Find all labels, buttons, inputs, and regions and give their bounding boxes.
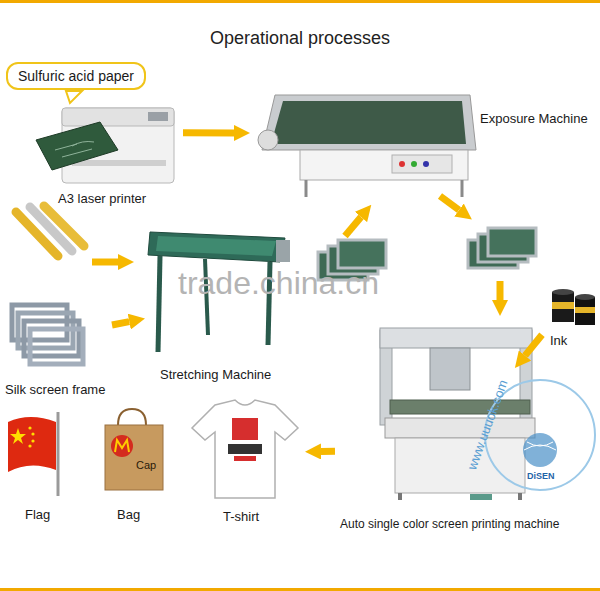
step-caption: Auto single color screen printing machin… (340, 518, 559, 532)
ink-cans (575, 294, 595, 300)
exposure-machine (392, 155, 452, 173)
paper-bag (118, 409, 146, 425)
paper-bag (111, 435, 133, 457)
flag (57, 412, 60, 496)
step-caption: T-shirt (223, 510, 259, 525)
diagram-title: Operational processes (0, 28, 600, 49)
step-caption: Stretching Machine (160, 368, 271, 383)
t-shirt (234, 456, 256, 461)
laser-printer (36, 108, 174, 183)
process-step: Auto single color screen printing machin… (335, 368, 598, 538)
flag (8, 417, 56, 472)
frame-bar (0, 588, 600, 591)
step-caption: Exposure Machine (480, 112, 588, 127)
stretching-machine (156, 236, 276, 256)
ink-cans (575, 307, 595, 313)
t-shirt (192, 400, 298, 498)
ink-cans (552, 302, 574, 309)
t-shirt (232, 418, 258, 440)
watermark-logo (524, 442, 556, 450)
exposure-machine (305, 180, 308, 197)
watermark: trade.china.cn (178, 266, 379, 301)
step-caption: Flag (25, 508, 50, 523)
process-step: T-shirt (185, 395, 305, 530)
laser-printer (55, 142, 94, 158)
flow-arrow (345, 217, 361, 236)
process-step: Exposure Machine (250, 88, 598, 205)
process-step: Silk screen frame (3, 295, 112, 402)
exposure-machine (461, 180, 464, 197)
ink-cans (575, 297, 595, 325)
flow-arrow (112, 322, 129, 325)
process-step: Flag (3, 410, 83, 527)
stretching-machine (158, 256, 160, 352)
stretched-screens (338, 240, 386, 268)
paper-bag (115, 440, 129, 452)
ink-cans (552, 289, 595, 325)
process-step: Ink (542, 280, 598, 352)
laser-printer (72, 160, 166, 166)
flag (28, 426, 31, 429)
mesh-rolls (44, 206, 84, 246)
paper-bag (105, 425, 163, 490)
flow-arrow (497, 281, 504, 300)
process-step: A3 laser printer (38, 98, 183, 210)
callout-tail (66, 91, 82, 103)
stretching-machine (148, 232, 285, 262)
printing-machine (518, 493, 522, 500)
laser-printer (62, 108, 174, 126)
laser-printer (148, 112, 168, 121)
callout-box: Sulfuric acid paper (6, 62, 146, 90)
step-caption: A3 laser printer (58, 192, 146, 207)
flag (31, 439, 34, 442)
callout-tail (66, 91, 82, 103)
step-caption: Ink (550, 334, 567, 349)
step-caption: Bag (117, 508, 140, 523)
callout-text: Sulfuric acid paper (18, 68, 134, 84)
laser-printer (36, 122, 118, 170)
watermark-logo (523, 433, 557, 467)
flag (31, 432, 34, 435)
printing-machine (380, 328, 532, 348)
exposure-machine (271, 101, 466, 144)
stretching-machine (276, 240, 290, 262)
printing-machine (430, 348, 470, 390)
printing-machine (395, 438, 525, 493)
process-step: Bag (95, 405, 175, 527)
printing-machine (385, 418, 535, 438)
exposure-machine (399, 161, 405, 167)
exposure-machine (262, 95, 476, 150)
exposure-machine (300, 150, 468, 180)
screen-frames (12, 305, 83, 364)
flow-arrow (525, 335, 542, 356)
exposure-machine (411, 161, 417, 167)
printing-machine (390, 400, 530, 414)
exposure-machine (258, 95, 476, 197)
flag (8, 412, 58, 496)
mesh-rolls (16, 206, 84, 256)
t-shirt (192, 400, 298, 498)
screen-frames (30, 329, 83, 364)
frame-bar (0, 0, 600, 3)
printing-machine (380, 328, 535, 500)
flag (28, 444, 31, 447)
printing-machine (398, 493, 402, 500)
t-shirt (228, 444, 262, 454)
flow-arrow (92, 259, 118, 266)
ink-cans (552, 292, 574, 322)
watermark: DiSEN (527, 472, 555, 482)
exposure-machine (258, 130, 278, 150)
ink-cans (552, 289, 574, 295)
flow-arrow (321, 448, 335, 455)
flow-arrow (440, 196, 459, 210)
flag (10, 428, 26, 444)
paper-bag (105, 409, 163, 490)
bag-print-text: Cap (136, 459, 156, 471)
stretched-screens (488, 228, 536, 256)
exposure-machine (423, 161, 429, 167)
flow-arrow (183, 129, 234, 136)
printing-machine (470, 494, 492, 500)
step-caption: Silk screen frame (5, 383, 105, 398)
